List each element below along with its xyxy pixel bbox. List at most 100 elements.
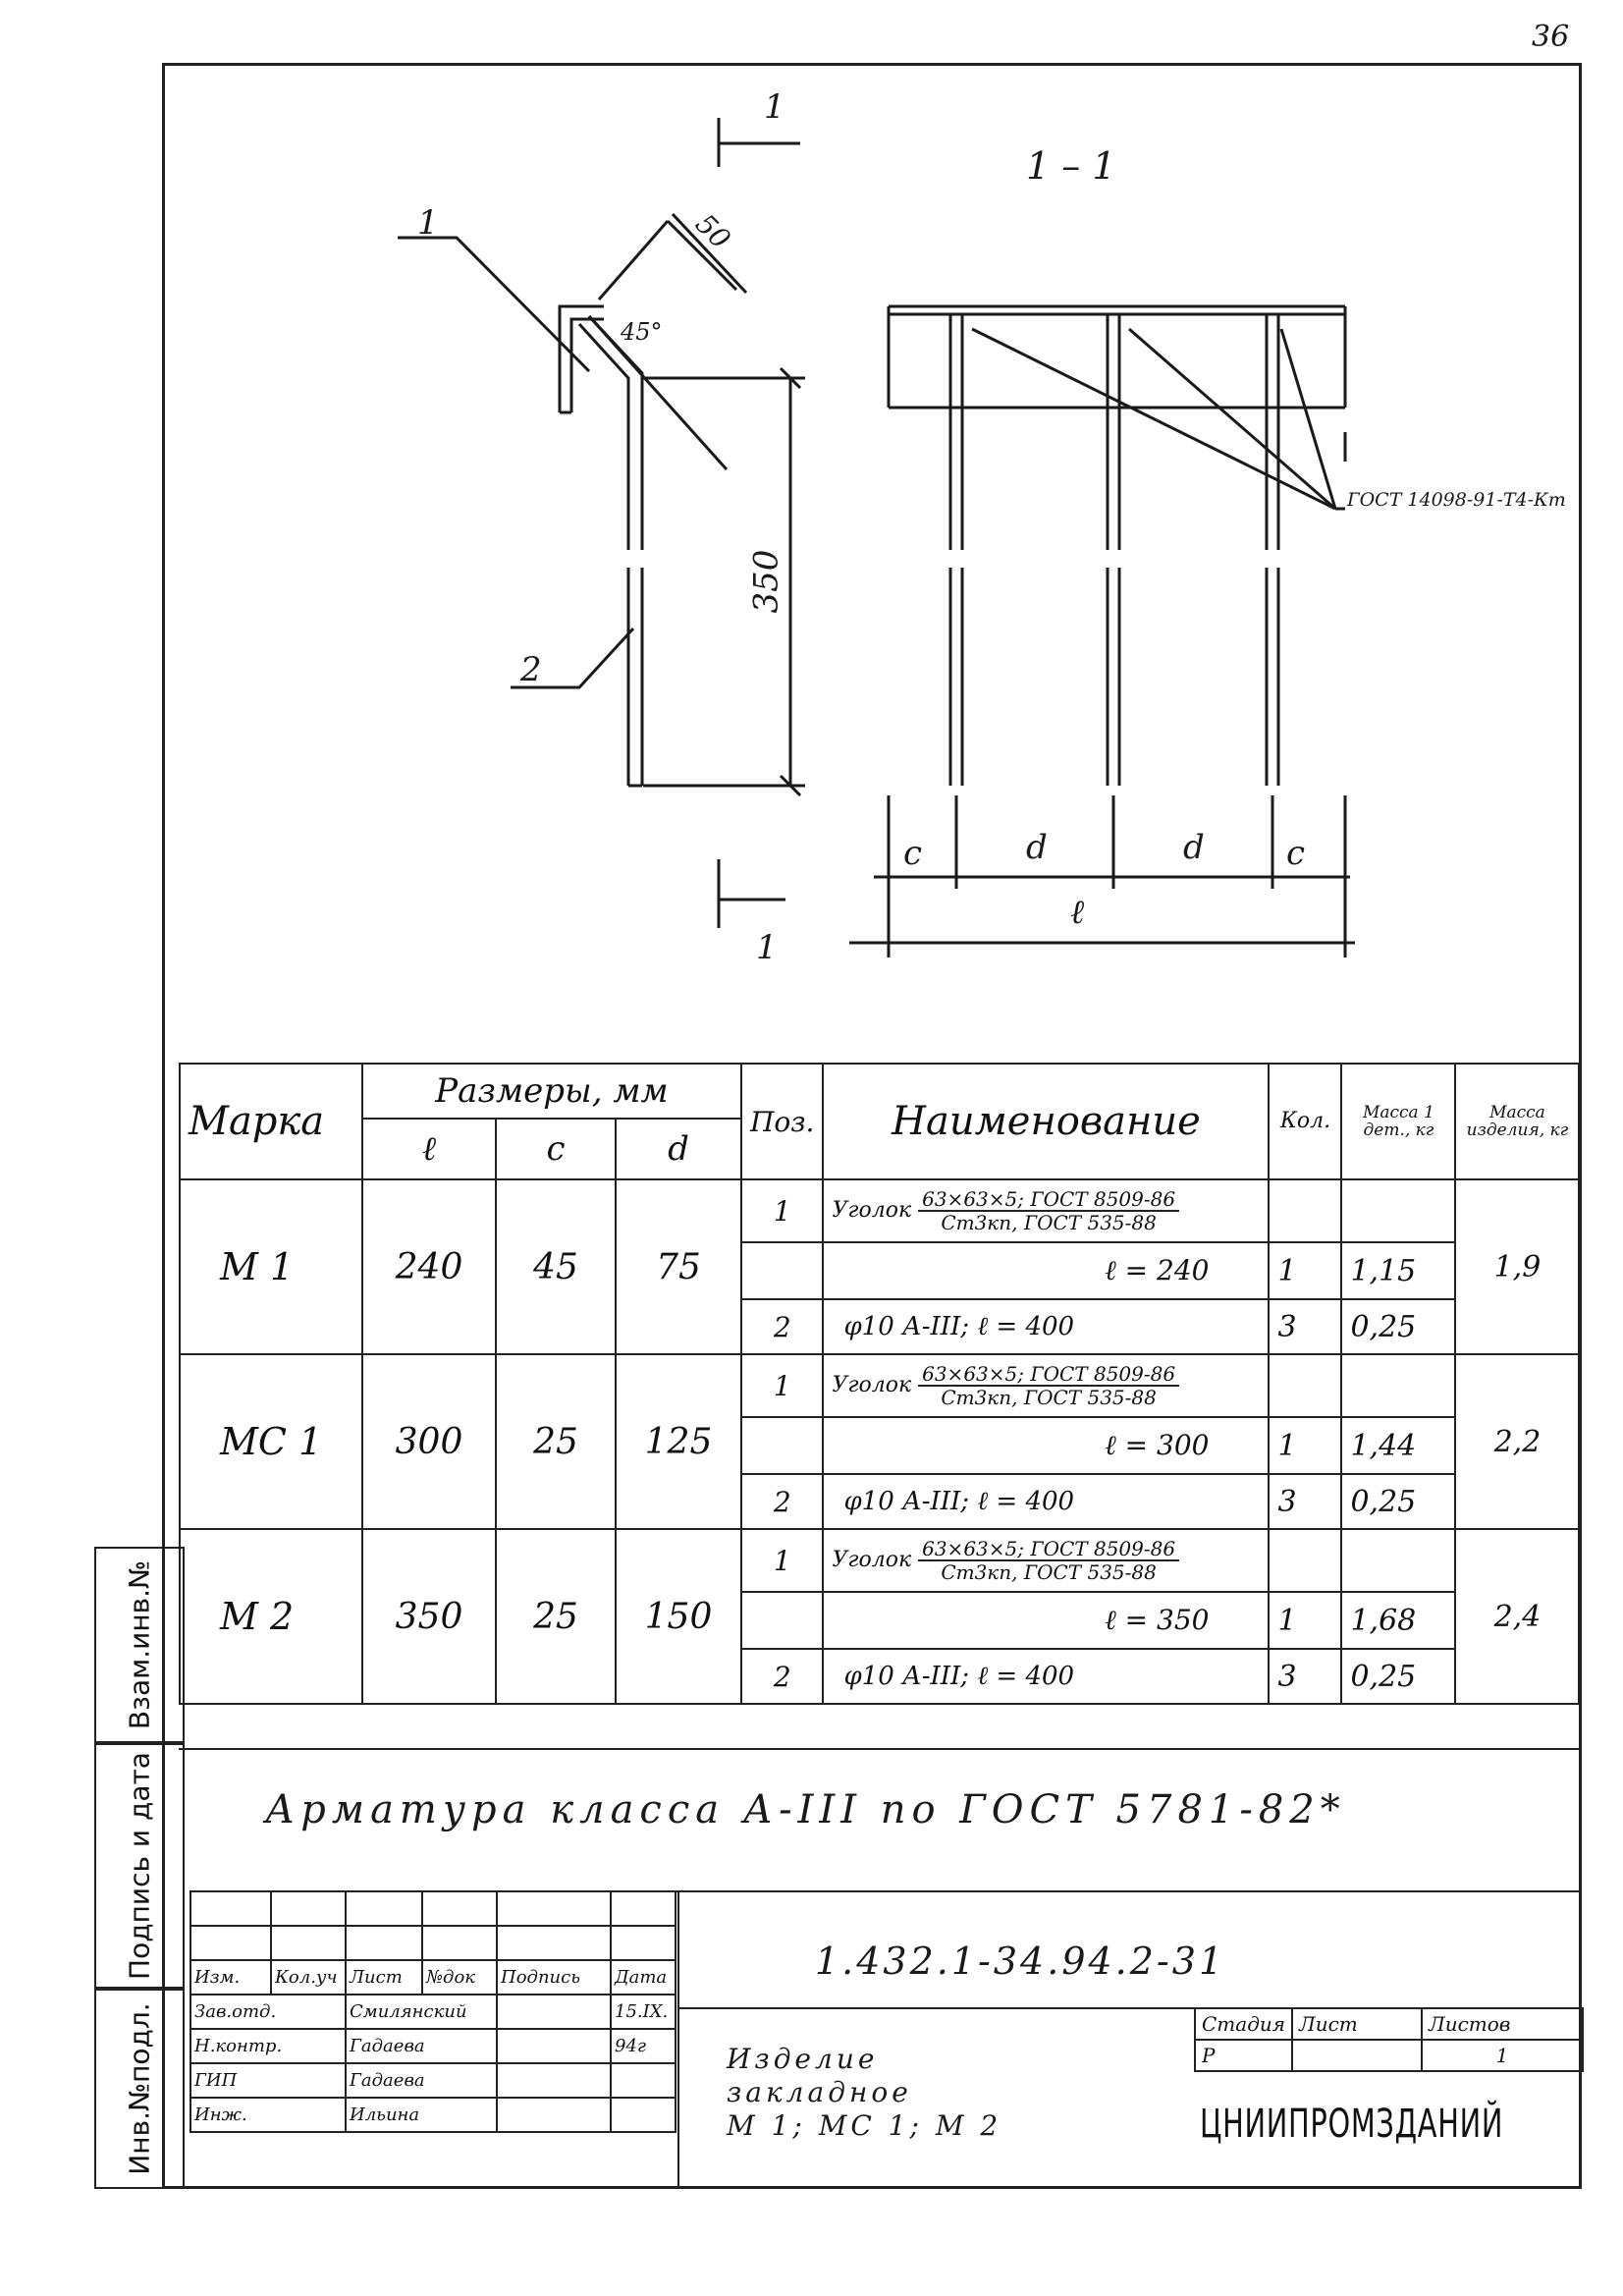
row-qty [1268, 1528, 1343, 1593]
row-pos: 1 [739, 1528, 825, 1593]
dim-c-right: c [1286, 834, 1306, 873]
row-mass: 0,25 [1340, 1473, 1457, 1530]
staff-role: Инж. [189, 2097, 347, 2133]
staff-signature [496, 2028, 612, 2064]
row-pos [739, 1591, 825, 1650]
row-qty: 3 [1268, 1298, 1343, 1355]
row-mass: 0,25 [1340, 1648, 1457, 1705]
staff-date: 15.IX. [610, 1994, 676, 2030]
staff-name: Смилянский [345, 1994, 498, 2030]
row-name: ℓ = 240 [822, 1241, 1271, 1300]
row-mark: М 2 [179, 1528, 363, 1705]
angle-label: Уголок [832, 1548, 912, 1572]
row-pos [739, 1416, 825, 1475]
rev-cell [610, 1925, 676, 1961]
row-d: 75 [615, 1178, 742, 1355]
sheet-value [1291, 2039, 1423, 2072]
row-mass: 0,25 [1340, 1298, 1457, 1355]
revision-table: Изм. Кол.уч Лист №док Подпись Дата Зав.о… [189, 1890, 676, 2133]
dim-angle: 45° [621, 318, 663, 346]
row-qty [1268, 1178, 1343, 1243]
organization-name: ЦНИИПРОМЗДАНИЙ [1200, 2102, 1504, 2147]
header-signature: Подпись [496, 1959, 612, 1995]
row-d: 125 [615, 1353, 742, 1530]
header-c: c [495, 1118, 617, 1180]
row-l: 300 [361, 1353, 497, 1530]
rev-cell [496, 1890, 612, 1927]
staff-signature [496, 2097, 612, 2133]
header-doc-no: №док [421, 1959, 498, 1995]
titleblock-top-line [189, 1890, 1579, 1892]
row-name: ℓ = 350 [822, 1591, 1271, 1650]
header-date: Дата [610, 1959, 676, 1995]
section-mark-top: 1 [764, 87, 785, 127]
reinforcement-note: Арматура класса А-III по ГОСТ 5781-82* [265, 1787, 1346, 1832]
section-drawing [398, 118, 1355, 957]
row-c: 25 [495, 1353, 617, 1530]
row-pos: 1 [739, 1353, 825, 1418]
row-d: 150 [615, 1528, 742, 1705]
staff-signature [496, 2062, 612, 2099]
item-title-line: закладное [727, 2076, 912, 2108]
rev-cell [421, 1925, 498, 1961]
titleblock-vertical-line [677, 1890, 679, 2189]
staff-role: Зав.отд. [189, 1994, 347, 2030]
row-pos [739, 1241, 825, 1300]
row-pos: 2 [739, 1473, 825, 1530]
row-l: 350 [361, 1528, 497, 1705]
header-name: Наименование [822, 1063, 1271, 1180]
row-pos: 2 [739, 1648, 825, 1705]
row-c: 45 [495, 1178, 617, 1355]
header-stage: Стадия [1194, 2007, 1293, 2041]
dim-height: 350 [746, 549, 786, 614]
header-mass-part: Масса 1 дет., кг [1340, 1063, 1457, 1180]
rev-cell [610, 1890, 676, 1927]
header-d: d [615, 1118, 742, 1180]
fraction-top: 63×63×5; ГОСТ 8509-86 [918, 1363, 1180, 1387]
fraction-top: 63×63×5; ГОСТ 8509-86 [918, 1188, 1180, 1212]
header-qty-uch: Кол.уч [270, 1959, 347, 1995]
angle-label: Уголок [832, 1373, 912, 1397]
stamp-sign-date: Подпись и дата [94, 1743, 185, 1989]
drawing-frame [162, 63, 1582, 2189]
note-divider [179, 1748, 1579, 1750]
weld-note: ГОСТ 14098-91-Т4-Кт [1347, 489, 1566, 511]
row-mass-item: 2,2 [1454, 1353, 1581, 1530]
row-mass: 1,68 [1340, 1591, 1457, 1650]
row-mark: МС 1 [179, 1353, 363, 1530]
angle-label: Уголок [832, 1198, 912, 1223]
item-title-line: Изделие [727, 2043, 879, 2075]
sheets-value: 1 [1421, 2039, 1584, 2072]
document-code: 1.432.1-34.94.2-31 [815, 1940, 1226, 1983]
header-pos: Поз. [739, 1063, 825, 1180]
staff-name: Ильина [345, 2097, 498, 2133]
staff-signature [496, 1994, 612, 2030]
row-qty: 1 [1268, 1591, 1343, 1650]
header-sheet: Лист [1291, 2007, 1423, 2041]
row-name: ℓ = 300 [822, 1416, 1271, 1475]
stamp-inv-replace: Взам.инв.№ [94, 1547, 185, 1743]
header-sheet: Лист [345, 1959, 423, 1995]
dim-c-left: c [903, 834, 923, 873]
stage-table: Стадия Лист Листов Р 1 [1194, 2007, 1584, 2072]
rev-cell [421, 1890, 498, 1927]
rev-cell [270, 1925, 347, 1961]
row-mass: 1,44 [1340, 1416, 1457, 1475]
section-title: 1 – 1 [1026, 144, 1116, 188]
header-mass-item: Масса изделия, кг [1454, 1063, 1581, 1180]
row-mass: 1,15 [1340, 1241, 1457, 1300]
rev-cell [345, 1925, 423, 1961]
row-qty: 1 [1268, 1241, 1343, 1300]
staff-date [610, 2097, 676, 2133]
dim-l: ℓ [1070, 893, 1085, 932]
row-qty: 3 [1268, 1473, 1343, 1530]
header-rev: Изм. [189, 1959, 272, 1995]
row-pos: 2 [739, 1298, 825, 1355]
callout-2: 2 [520, 650, 542, 689]
stage-value: Р [1194, 2039, 1293, 2072]
specification-table: Марка Размеры, мм Поз. Наименование Кол.… [179, 1063, 1581, 1705]
row-pos: 1 [739, 1178, 825, 1243]
